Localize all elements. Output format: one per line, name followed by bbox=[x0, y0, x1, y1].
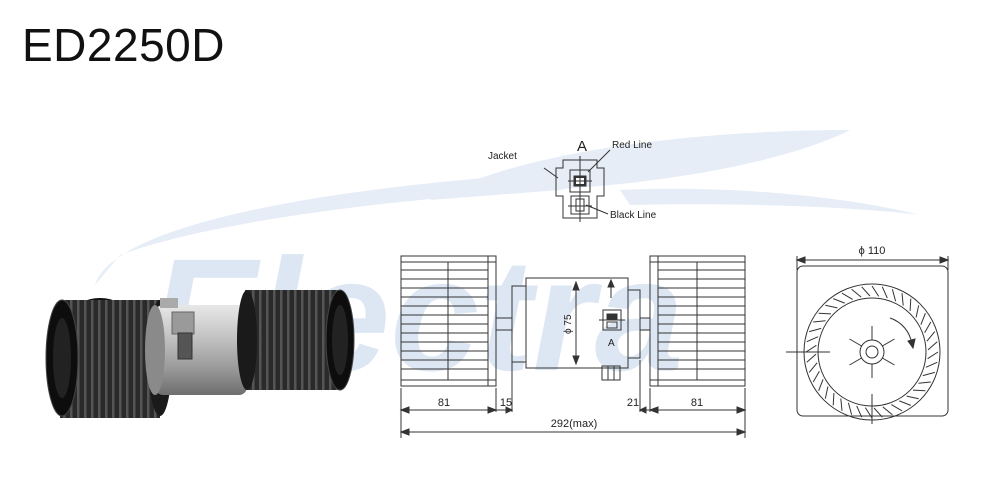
fan-blade bbox=[925, 361, 938, 368]
fan-blade bbox=[832, 392, 835, 406]
fan-blade bbox=[841, 292, 853, 300]
fan-blade bbox=[918, 381, 931, 384]
hub-spoke bbox=[849, 338, 862, 347]
fan-blade bbox=[891, 404, 903, 412]
fan-blade bbox=[922, 371, 935, 377]
fan-blade bbox=[833, 298, 845, 304]
fan-blade bbox=[825, 304, 838, 309]
fan-blade bbox=[899, 400, 911, 406]
fan-blade bbox=[806, 336, 819, 343]
left-wheel-blades bbox=[401, 269, 488, 370]
end-view-blades bbox=[805, 285, 939, 419]
fan-blade bbox=[861, 286, 871, 297]
dim-gap-right: 21 bbox=[627, 397, 639, 409]
fan-blade bbox=[840, 398, 843, 411]
fan-blade bbox=[813, 320, 826, 323]
fan-blade bbox=[909, 298, 912, 312]
dim-total: 292(max) bbox=[551, 418, 597, 430]
fan-blade bbox=[881, 286, 888, 299]
fan-blade bbox=[864, 407, 873, 419]
fan-blade bbox=[924, 321, 932, 333]
hub-spoke bbox=[882, 357, 895, 366]
black-line-label: Black Line bbox=[610, 210, 657, 221]
fan-blade bbox=[806, 353, 817, 363]
right-wheel-blades bbox=[658, 269, 745, 370]
fan-blade bbox=[871, 285, 880, 297]
fan-blade bbox=[818, 312, 832, 315]
fan-blade bbox=[856, 405, 863, 418]
motor-diameter-label: ϕ 75 bbox=[563, 314, 574, 334]
connector-view-label: A bbox=[577, 138, 587, 155]
connector-detail: A Jacket Red Line Black Line bbox=[488, 138, 657, 222]
fan-blade bbox=[915, 305, 920, 318]
fan-blade bbox=[891, 289, 897, 302]
fan-blade bbox=[873, 407, 883, 418]
blower-photo bbox=[45, 289, 355, 418]
fan-blade bbox=[851, 288, 862, 298]
end-view-drawing bbox=[786, 256, 950, 424]
fan-blade bbox=[812, 371, 820, 383]
red-line-label: Red Line bbox=[612, 140, 652, 151]
fan-blade bbox=[920, 313, 926, 325]
fan-blade bbox=[927, 351, 939, 360]
fan-blade bbox=[809, 327, 822, 333]
fan-blade bbox=[906, 395, 919, 400]
dim-gap-left: 15 bbox=[500, 397, 512, 409]
fan-blade bbox=[882, 406, 893, 416]
hub-spokes bbox=[849, 326, 895, 378]
hub-spoke bbox=[882, 338, 895, 347]
fan-blade bbox=[818, 379, 824, 391]
fan-blade bbox=[901, 293, 904, 306]
fan-blade bbox=[926, 331, 936, 342]
dim-wheel-left: 81 bbox=[438, 397, 450, 409]
product-code: ED2250D bbox=[22, 19, 225, 71]
fan-blade bbox=[927, 341, 938, 351]
fan-blade bbox=[805, 344, 817, 353]
fan-blade bbox=[912, 389, 926, 392]
end-view-diameter-label: ϕ 110 bbox=[859, 245, 886, 257]
jacket-label: Jacket bbox=[488, 151, 517, 162]
plug-view-label: A bbox=[608, 338, 615, 349]
fan-blade bbox=[824, 386, 829, 399]
dim-wheel-right: 81 bbox=[691, 397, 703, 409]
fan-blade bbox=[847, 402, 853, 415]
fan-blade bbox=[808, 362, 818, 373]
hub-spoke bbox=[849, 357, 862, 366]
side-view-drawing bbox=[399, 255, 747, 438]
